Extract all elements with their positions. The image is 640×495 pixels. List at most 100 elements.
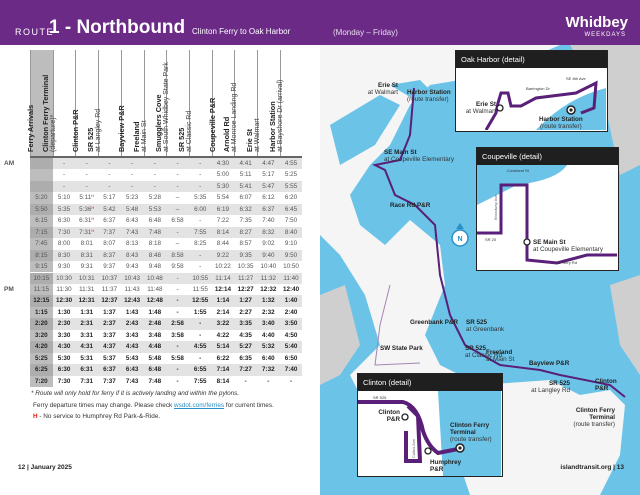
street-sr20: SR 20 [485, 237, 497, 242]
time-cell: 5:23 [126, 194, 139, 202]
time-cell: - [176, 171, 179, 179]
time-cell: 11:43 [124, 285, 140, 293]
time-cell: 9:15 [30, 261, 53, 273]
time-cell: 1:37 [103, 308, 116, 316]
column-subname: at Walmart [254, 118, 261, 152]
time-cell: 2:43 [125, 320, 139, 328]
time-cell: 9:30 [57, 263, 71, 271]
route-line [371, 87, 626, 398]
humphrey-label: Humphrey P&R [430, 459, 462, 473]
time-cell: 8:18 [148, 240, 161, 248]
time-cell: 6:31H [79, 216, 95, 225]
time-cell: 4:37 [103, 343, 116, 351]
time-cell: 3:40 [262, 320, 275, 328]
street-barrington: Barrington Dr [526, 86, 550, 91]
time-cell: 2:31 [80, 320, 94, 328]
time-cell: 7:20 [30, 375, 53, 387]
time-cell: 12:15 [30, 295, 53, 307]
time-cell: 11:30 [56, 285, 72, 293]
time-cell: 9:02 [262, 240, 275, 248]
time-cell: 8:14 [216, 377, 230, 385]
time-cell: - [153, 171, 156, 179]
time-cell: 7:14 [216, 366, 230, 374]
time-cell: – [175, 240, 180, 248]
time-cell: - [176, 182, 179, 190]
time-cell: - [153, 160, 156, 167]
time-cell: 4:55 [284, 160, 298, 167]
time-cell: 5:35 [194, 194, 207, 202]
time-cell: 10:31 [78, 274, 95, 282]
time-cell: - [108, 160, 111, 167]
time-cell: 3:43 [125, 331, 139, 339]
column-name: Clinton P&R [71, 109, 81, 152]
time-cell: 1:55 [193, 308, 207, 316]
time-cell: 5:25 [30, 352, 53, 365]
time-cell: 8:14 [216, 228, 230, 236]
no-humphrey-marker: H [91, 193, 95, 199]
footer-right: islandtransit.org | 13 [560, 464, 624, 471]
time-cell: 5:17 [262, 171, 275, 179]
column-name: Harbor Station [267, 101, 277, 152]
time-cell: 9:48 [148, 263, 161, 271]
time-cell: - [199, 171, 202, 179]
bayview-label: Bayview P&R [529, 360, 570, 367]
time-cell: 6:40 [262, 354, 275, 362]
time-cell: 5:58 [171, 354, 184, 362]
time-cell: 3:58 [171, 331, 184, 339]
no-humphrey-marker: H [91, 216, 95, 222]
clinton-pr-inset-label: Clinton P&R [378, 409, 400, 423]
time-cell: 6:20 [284, 194, 298, 202]
column-name: Coupeville P&R [207, 97, 217, 152]
time-cell: 3:30 [57, 331, 71, 339]
time-cell: 4:48 [148, 343, 162, 351]
time-cell: 4:55 [193, 343, 207, 351]
time-cell: - [244, 377, 247, 385]
time-cell: 4:47 [262, 160, 275, 167]
time-cell: 9:58 [171, 263, 184, 271]
street-sr525: SR 525 [373, 395, 387, 400]
wsdot-link[interactable]: wsdot.com/ferries [174, 401, 225, 409]
period-label: PM [4, 285, 14, 293]
time-cell: 1:48 [148, 308, 162, 316]
time-cell: - [85, 182, 88, 190]
time-cell: - [199, 331, 202, 339]
time-cell: 6:50 [284, 354, 298, 362]
time-cell: 10:35 [237, 263, 254, 271]
time-cell: 8:01 [80, 240, 93, 248]
clinton-ferry-inset-label: Clinton Ferry Terminal(route transfer) [450, 422, 492, 443]
time-cell: 5:30 [216, 182, 230, 190]
time-cell: 8:25 [194, 240, 207, 248]
north-label: N [457, 236, 462, 243]
time-cell: 8:00 [57, 240, 71, 248]
time-cell: 9:31 [80, 263, 93, 271]
time-cell: 2:27 [239, 308, 252, 316]
time-cell: 3:37 [103, 331, 116, 339]
time-cell: 6:30 [57, 217, 71, 225]
time-cell: 8:27 [239, 228, 252, 236]
time-cell: 6:12 [262, 194, 275, 202]
oak-harbor-detail-map [484, 80, 606, 130]
oak-harbor-water [390, 80, 435, 100]
time-cell: 9:35 [239, 251, 252, 259]
time-cell: - [108, 171, 111, 179]
time-cell: 7:55 [194, 228, 207, 236]
column-subname: at Main St [140, 120, 148, 152]
time-cell: – [175, 194, 180, 202]
time-cell: 1:31 [80, 308, 94, 316]
time-cell: 6:48 [148, 366, 162, 374]
no-humphrey-marker: H [91, 204, 95, 210]
period-label: AM [4, 160, 15, 167]
column-header: Coupeville P&R [207, 50, 235, 156]
time-cell: 5:35 [57, 205, 71, 213]
time-cell: 5:43 [125, 354, 139, 362]
